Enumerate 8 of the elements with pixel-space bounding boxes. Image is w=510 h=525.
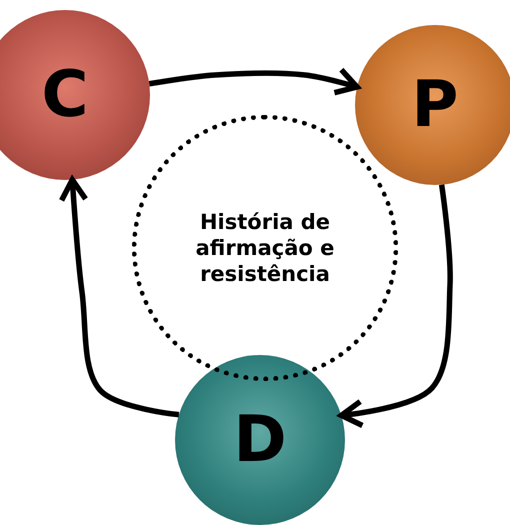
letter-label: P [412,68,458,142]
arrow [58,176,180,418]
dotted-circle [132,115,398,381]
letter-label: C [42,58,88,132]
center-label: História de afirmação e resistência [194,208,336,288]
arrow [338,184,453,428]
arrow [148,67,360,96]
letter-label: D [233,403,287,477]
